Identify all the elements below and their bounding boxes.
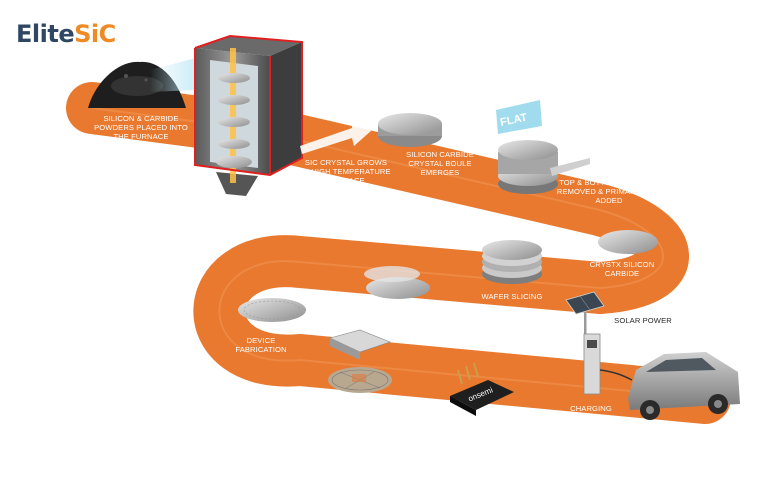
label-boule-emerges: SILICON CARBIDE CRYSTAL BOULE EMERGES <box>406 150 474 177</box>
die-chip-icon <box>329 329 391 360</box>
label-wafer-dicing: WAFER DICING <box>331 405 389 414</box>
diced-wafer-icon <box>328 367 392 393</box>
label-wafer-slicing: WAFER SLICING <box>481 292 543 301</box>
label-boule-flat: TOP & BOTTOM OF BOULE REMOVED & PRIMARY … <box>556 178 662 205</box>
flat-tag <box>496 100 542 134</box>
process-path <box>66 82 731 424</box>
furnace-icon <box>194 34 303 196</box>
wafer-stack-icon <box>482 240 542 284</box>
flat-tag-label: FLAT <box>499 111 528 128</box>
label-epitaxy: EPITAXY <box>382 309 416 318</box>
label-solar-power: SOLAR POWER <box>614 316 672 325</box>
boule-icon <box>378 113 442 147</box>
arrow-icon <box>300 120 372 154</box>
electric-vehicle-icon <box>628 352 740 420</box>
label-device-packaging: DEVICE PACKAGING <box>454 422 532 431</box>
fab-wafer-icon <box>238 298 306 322</box>
label-crystal-grows: SiC CRYSTAL GROWS IN HIGH TEMPERATURE FU… <box>301 158 391 185</box>
label-device-fabrication: DEVICE FABRICATION <box>235 336 287 354</box>
brand-logo-part2: SiC <box>74 20 116 48</box>
solar-panel-icon <box>565 291 605 336</box>
crystx-wafer-icon <box>598 230 658 254</box>
label-charging-station: CHARGING STATION <box>570 404 612 422</box>
brand-logo: EliteSiC <box>16 20 116 48</box>
label-crystx: CRYSTX SILICON CARBIDE <box>589 260 655 278</box>
brand-logo-part1: Elite <box>16 20 75 48</box>
label-powders: SILICON & CARBIDE POWDERS PLACED INTO TH… <box>94 114 188 141</box>
charging-station-icon <box>583 333 633 395</box>
epitaxy-wafer-icon <box>364 266 430 299</box>
boule-stack-icon <box>498 140 590 194</box>
package-chip-icon <box>450 362 514 416</box>
label-electric-vehicles: ELECTRIC VEHICLES <box>651 422 691 440</box>
